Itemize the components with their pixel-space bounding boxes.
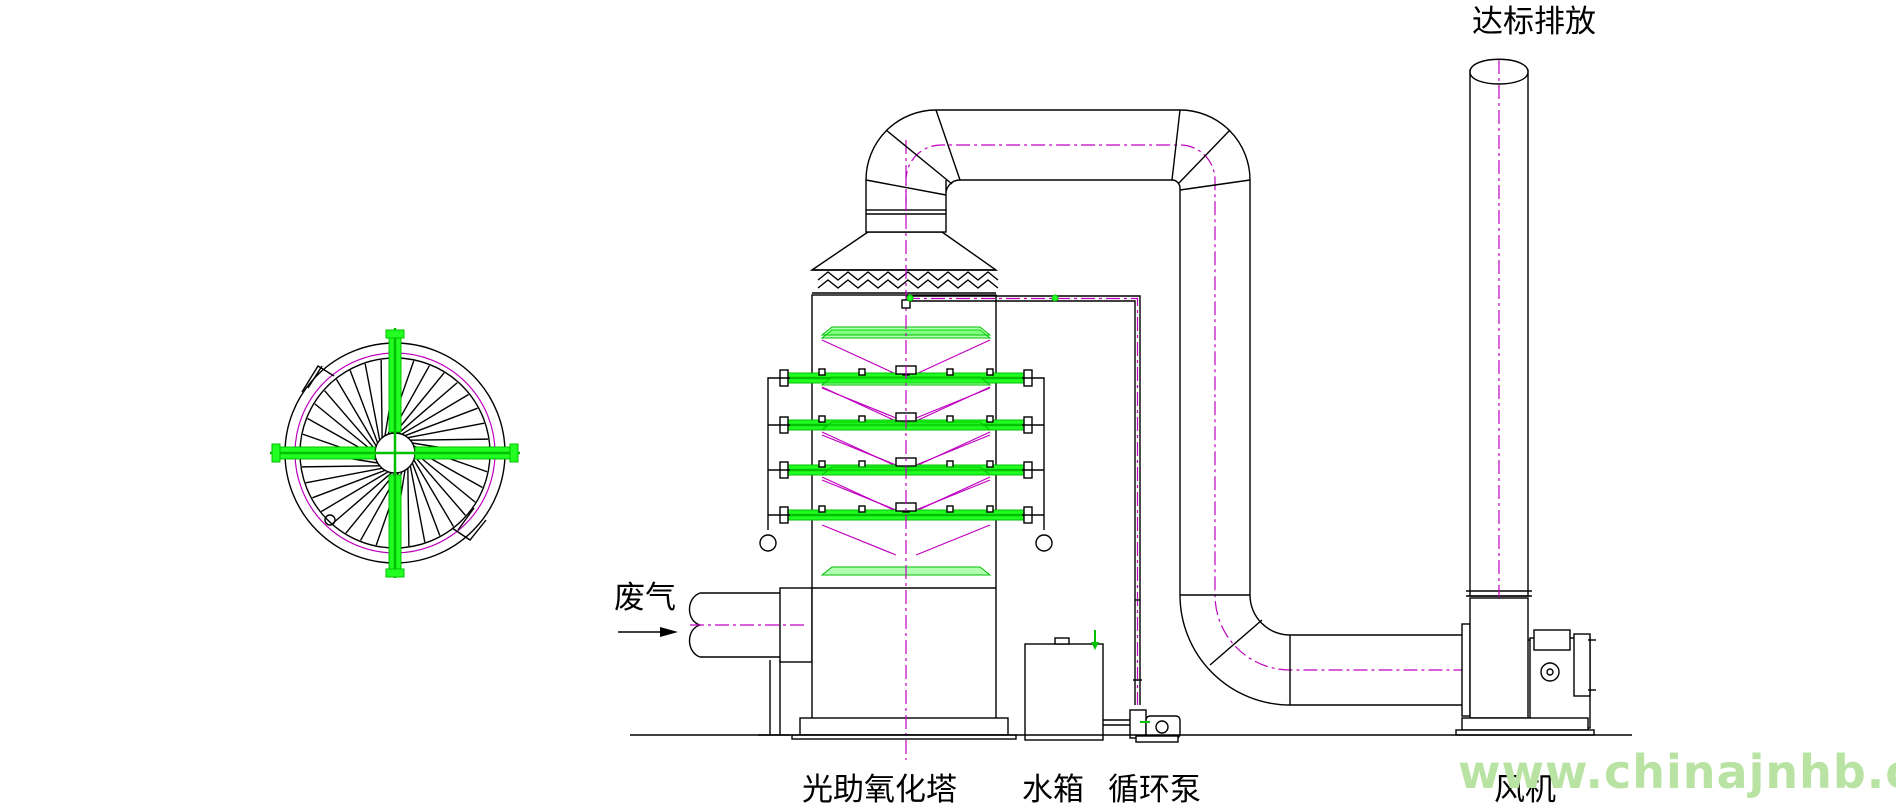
label-waste-gas: 废气 (614, 580, 676, 616)
recirculation-line (901, 294, 1142, 705)
vane-line (349, 370, 379, 444)
vane-line (410, 438, 488, 441)
label-pump: 循环泵 (1108, 772, 1201, 806)
vane-line (411, 462, 441, 536)
label-discharge: 达标排放 (1472, 4, 1596, 40)
exhaust-duct (865, 109, 1471, 717)
vane-line (404, 407, 478, 437)
vane-line (398, 382, 458, 434)
vane-line (321, 471, 389, 513)
top-tray (820, 326, 992, 336)
label-fan: 风机 (1494, 772, 1556, 806)
vane-line (332, 472, 392, 524)
vane-line (305, 467, 383, 484)
fan-and-stack (1455, 58, 1596, 736)
vane-line (409, 465, 426, 543)
vane-line (407, 422, 485, 439)
vane-line (335, 379, 377, 447)
label-water-tank: 水箱 (1022, 772, 1084, 806)
vane-line (380, 360, 383, 438)
vane-line (414, 456, 466, 516)
circulation-pump (1103, 709, 1181, 743)
label-tower: 光助氧化塔 (802, 772, 957, 806)
vane-line (407, 468, 410, 546)
vane-line (413, 459, 455, 527)
vane-line (312, 469, 386, 499)
vane-line (401, 393, 469, 435)
vane-line (314, 403, 376, 454)
water-tank (1024, 630, 1104, 741)
vane-line (324, 390, 376, 450)
vane-line (394, 372, 445, 434)
vane-line (302, 465, 380, 468)
vane-line (414, 452, 476, 503)
tower-top-view (270, 328, 520, 578)
vane-line (345, 472, 396, 534)
watermark: www.chinajnhb.com (1458, 745, 1896, 799)
vane-line (364, 363, 381, 441)
photo-oxidation-tower (759, 140, 1053, 760)
